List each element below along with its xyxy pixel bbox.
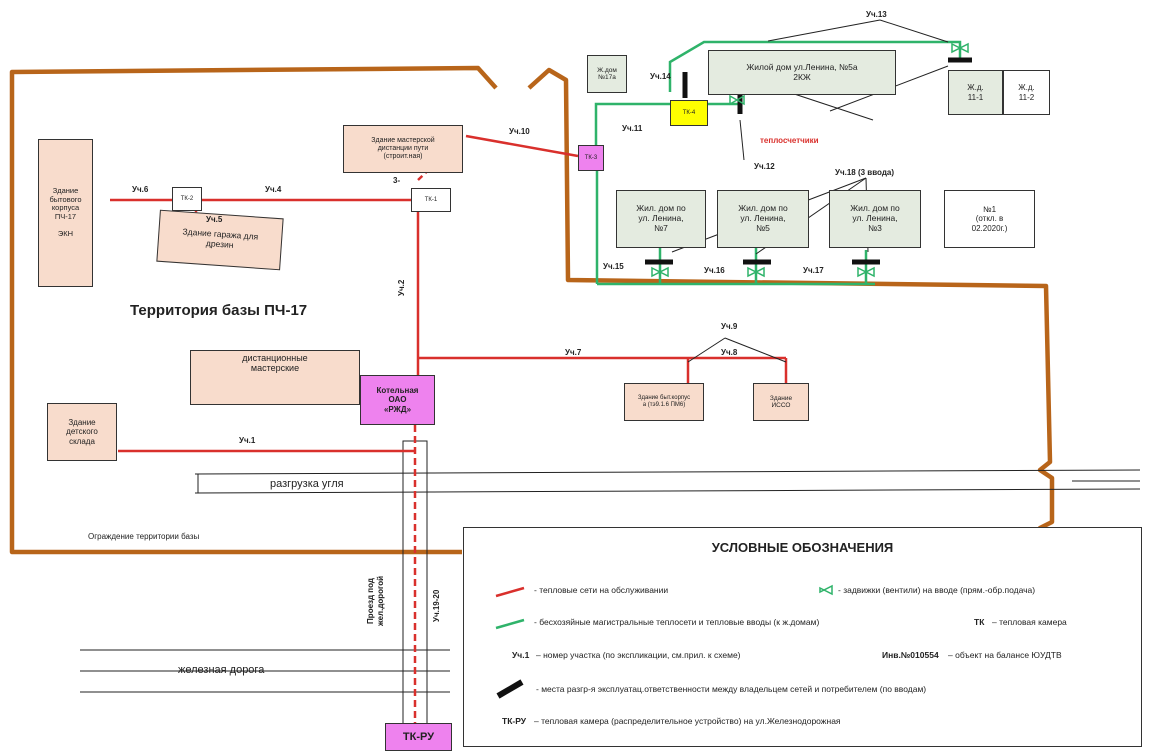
section-label-u11: Уч.11 — [622, 124, 643, 133]
legend-tk-text: – тепловая камера — [992, 617, 1067, 627]
house-n1-disconnected: №1 (откл. в 02.2020г.) — [944, 190, 1035, 248]
workshop-building: Здание мастерской дистанции пути (строит… — [343, 125, 463, 173]
territory-fence — [9, 65, 1055, 555]
chamber-tk1: ТК-1 — [411, 188, 451, 212]
legend-green-line-text: - бесхозяйные магистральные теплосети и … — [534, 617, 820, 627]
legend-panel: УСЛОВНЫЕ ОБОЗНАЧЕНИЯ - тепловые сети на … — [463, 527, 1142, 747]
demarcation-bars — [645, 57, 972, 265]
section-label-u2: Уч.2 — [397, 279, 406, 296]
section-label-u14: Уч.14 — [650, 72, 671, 81]
railway-track — [80, 649, 450, 693]
section-label-u15: Уч.15 — [603, 262, 624, 271]
legend-inv-text: – объект на балансе ЮУДТВ — [948, 650, 1062, 660]
section-label-u17: Уч.17 — [803, 266, 824, 275]
chamber-tk-ru: ТК-РУ — [385, 723, 452, 751]
lenin-3-house: Жил. дом по ул. Ленина, №3 — [829, 190, 921, 248]
boiler-house: Котельная ОАО «РЖД» — [360, 375, 435, 425]
legend-uch-text: – номер участка (по экспликации, см.прил… — [536, 650, 741, 660]
section-label-u3: 3- — [393, 176, 401, 185]
lenin-5-house: Жил. дом по ул. Ленина, №5 — [717, 190, 809, 248]
section-label-u12: Уч.12 — [754, 162, 775, 171]
house-17a: Ж.дом №17а — [587, 55, 627, 93]
kindergarten-building: Здание детского склада — [47, 403, 117, 461]
section-label-u6: Уч.6 — [132, 185, 149, 194]
section-label-u10: Уч.10 — [509, 127, 530, 136]
red-network — [110, 134, 788, 730]
legend-tkru-code: ТК-РУ — [502, 716, 527, 726]
lenin-5a-house: Жилой дом ул.Ленина, №5а 2КЖ — [708, 50, 896, 95]
house-11-1: Ж.д. 11-1 — [948, 70, 1003, 115]
legend-title: УСЛОВНЫЕ ОБОЗНАЧЕНИЯ — [711, 540, 894, 555]
valve-icons — [651, 42, 969, 278]
legend-red-line-text: - тепловые сети на обслуживании — [534, 585, 669, 595]
section-label-u19-20: Уч.19-20 — [432, 589, 441, 622]
section-label-u7: Уч.7 — [565, 348, 582, 357]
legend-symbols — [495, 584, 833, 699]
section-label-u13: Уч.13 — [866, 10, 887, 19]
legend-tkru-text: – тепловая камера (распределительное уст… — [534, 716, 841, 726]
section-label-u4: Уч.4 — [265, 185, 282, 194]
legend-tk-code: ТК — [974, 617, 985, 627]
fence-label: Ограждение территории базы — [88, 532, 200, 541]
chamber-tk2: ТК-2 — [172, 187, 202, 211]
coal-unloading-label: разгрузка угля — [270, 478, 344, 490]
section-label-u8: Уч.8 — [721, 348, 738, 357]
legend-inv-code: Инв.№010554 — [882, 650, 939, 660]
legend-valve-text: - задвижки (вентили) на вводе (прям.-обр… — [838, 585, 1036, 595]
legend-uch-code: Уч.1 — [512, 650, 530, 660]
section-label-u5: Уч.5 — [206, 215, 223, 224]
section-label-u1: Уч.1 — [239, 436, 256, 445]
legend-black-text: - места разгр-я эксплуатац.ответственнос… — [536, 684, 927, 694]
remote-workshops-building: дистанционные мастерские — [190, 350, 360, 405]
coal-track — [194, 469, 1141, 494]
isso-building: Здание ИССО — [753, 383, 809, 421]
underpass-label: Проезд под жел.дорогой — [366, 575, 385, 626]
territory-title: Территория базы ПЧ-17 — [130, 302, 308, 319]
section-label-u16: Уч.16 — [704, 266, 725, 275]
household-building: Здание бытового корпуса ПЧ-17 ЭКН — [38, 139, 93, 287]
heatmeters-label: теплосчетчики — [760, 136, 819, 145]
house-11-2: Ж.д. 11-2 — [1003, 70, 1050, 115]
section-label-u9: Уч.9 — [721, 322, 738, 331]
section-label-u18: Уч.18 (3 ввода) — [835, 168, 895, 177]
lenin-7-house: Жил. дом по ул. Ленина, №7 — [616, 190, 706, 248]
pch-building: Здание быт.корпус а (тэ9.1.6 ПМ6) — [624, 383, 704, 421]
railway-label: железная дорога — [178, 664, 265, 676]
chamber-tk3: ТК-3 — [578, 145, 604, 171]
chamber-tk4: ТК-4 — [670, 100, 708, 126]
